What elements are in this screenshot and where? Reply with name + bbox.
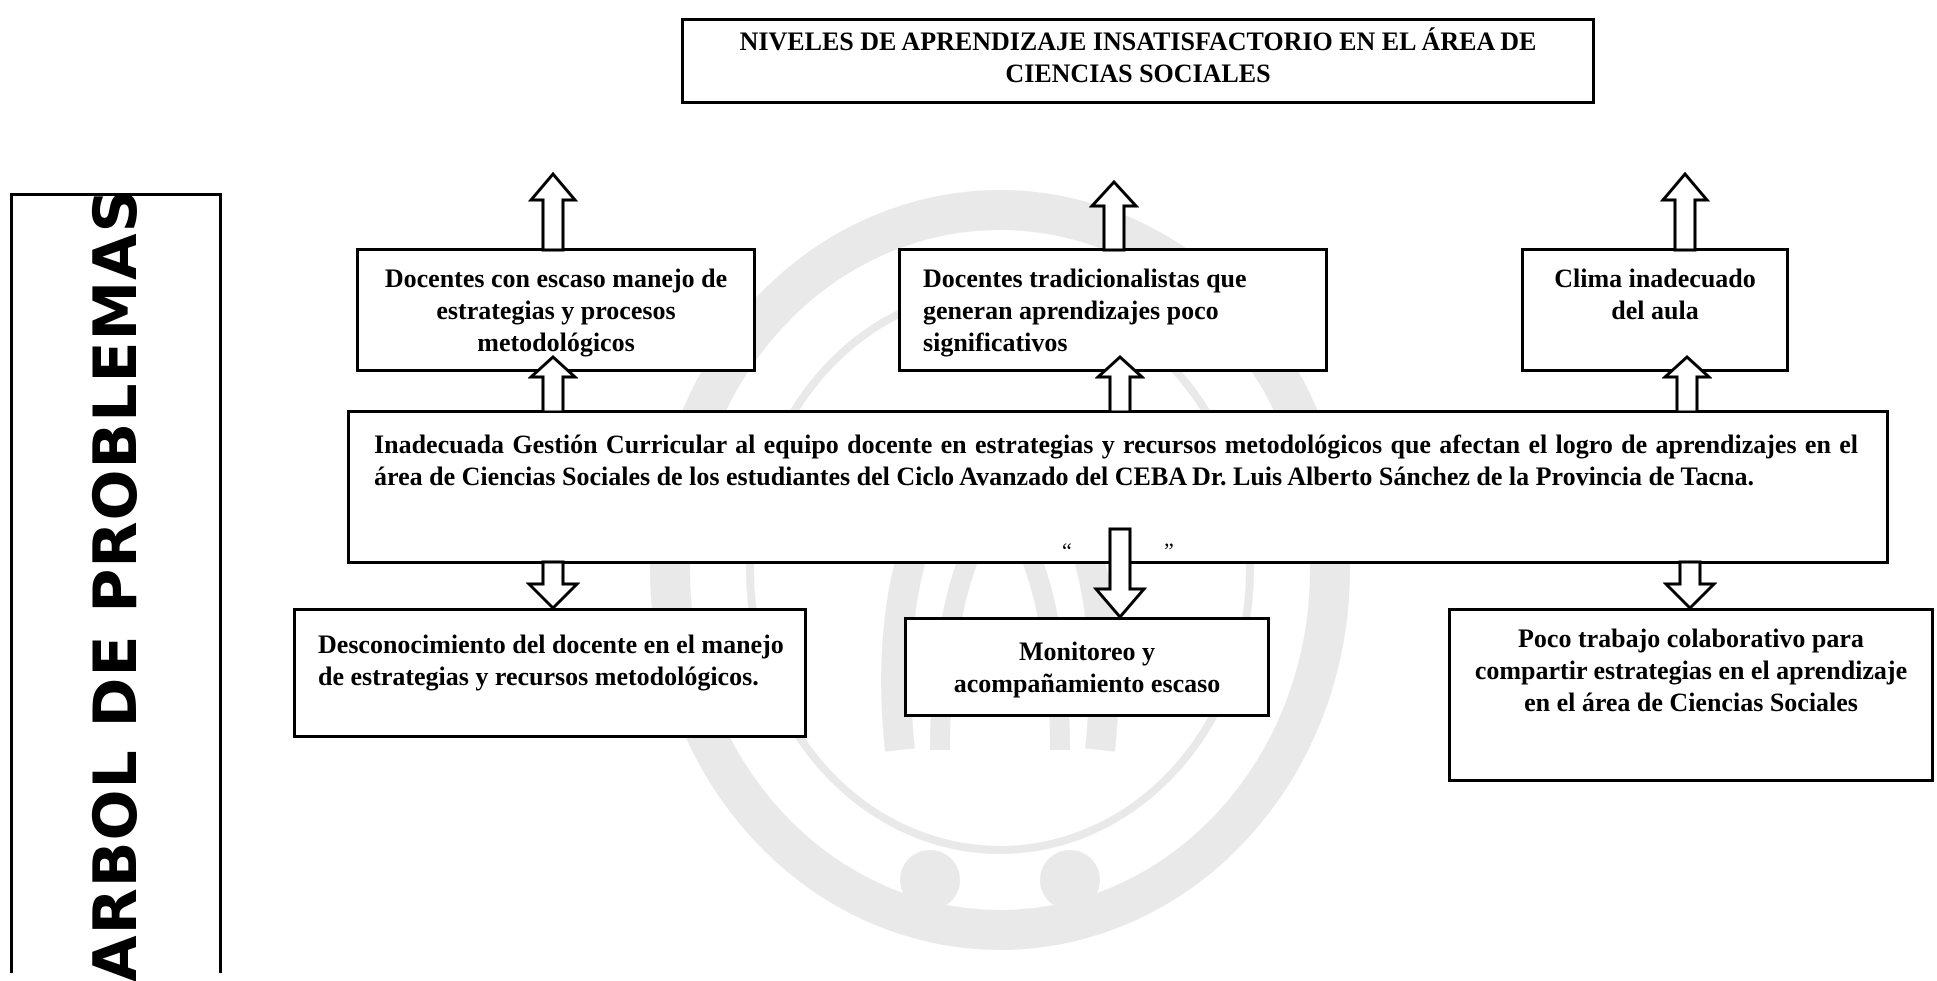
main-effect-text: NIVELES DE APRENDIZAJE INSATISFACTORIO E… — [739, 27, 1537, 88]
cause-text-2: Monitoreo y acompañamiento escaso — [953, 637, 1221, 698]
up-arrow-core-1 — [528, 355, 578, 413]
cause-box-2: Monitoreo y acompañamiento escaso — [904, 617, 1270, 717]
side-title: ARBOL DE PROBLEMAS — [81, 187, 151, 981]
stray-quote-open: “ — [1062, 538, 1072, 563]
effect-text-1: Docentes con escaso manejo de estrategia… — [384, 264, 728, 357]
main-effect-box: NIVELES DE APRENDIZAJE INSATISFACTORIO E… — [681, 18, 1595, 104]
cause-box-1: Desconocimiento del docente en el manejo… — [293, 608, 807, 738]
effect-text-2: Docentes tradicionalistas que generan ap… — [923, 264, 1247, 357]
cause-text-1: Desconocimiento del docente en el manejo… — [318, 630, 784, 691]
effect-box-1: Docentes con escaso manejo de estrategia… — [356, 248, 756, 372]
effect-box-3: Clima inadecuado del aula — [1521, 248, 1789, 372]
up-arrow-effect-1 — [528, 172, 578, 252]
up-arrow-core-2 — [1095, 355, 1145, 413]
effect-text-3: Clima inadecuado del aula — [1554, 264, 1756, 325]
up-arrow-effect-3 — [1660, 172, 1710, 252]
effect-box-2: Docentes tradicionalistas que generan ap… — [898, 248, 1328, 372]
up-arrow-core-3 — [1662, 355, 1712, 413]
up-arrow-effect-2 — [1089, 180, 1139, 252]
cause-box-3: Poco trabajo colaborativo para compartir… — [1448, 608, 1934, 782]
core-problem-text: Inadecuada Gestión Curricular al equipo … — [374, 430, 1858, 491]
down-arrow-cause-2 — [1093, 527, 1147, 619]
cause-text-3: Poco trabajo colaborativo para compartir… — [1474, 624, 1908, 717]
down-arrow-cause-1 — [526, 560, 580, 610]
stray-quote-close: ” — [1164, 538, 1174, 563]
down-arrow-cause-3 — [1663, 560, 1717, 610]
side-title-box: ARBOL DE PROBLEMAS — [10, 188, 222, 981]
